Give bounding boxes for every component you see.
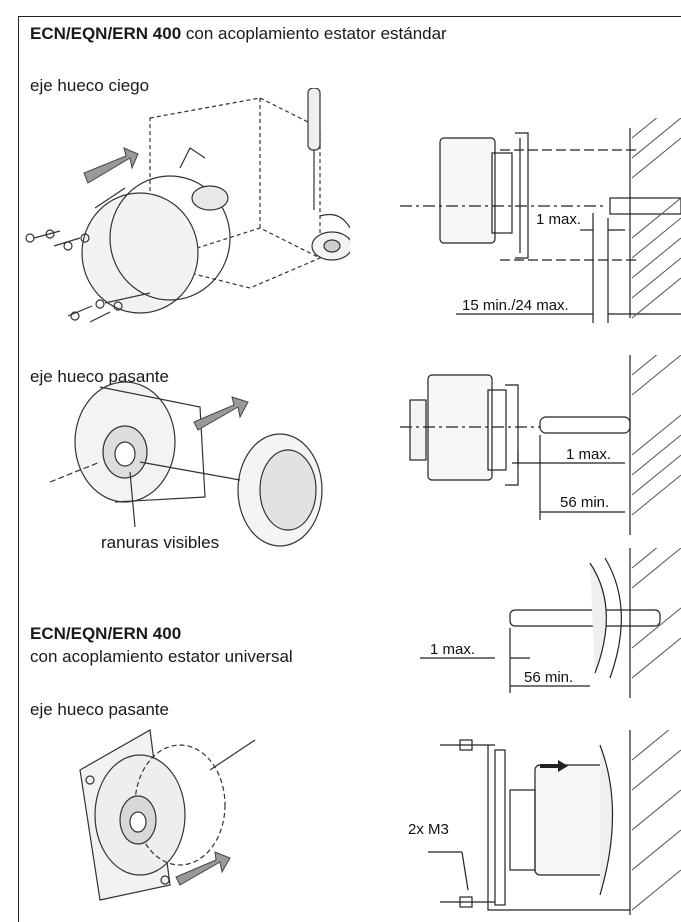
slots-label: ranuras visibles (101, 533, 220, 552)
dim-1max: 1 max. (536, 211, 581, 228)
section2-title: ECN/EQN/ERN 400 (30, 624, 182, 643)
dim-2xm3: 2x M3 (408, 821, 449, 838)
through-shaft-illustration (49, 381, 323, 547)
blind-shaft-illustration (25, 88, 350, 323)
dim-56min-universal: 56 min. (524, 669, 573, 686)
through-shaft-label-2: eje hueco pasante (30, 700, 169, 719)
universal-coupling-section-drawing: 1 max. 56 min. (420, 548, 681, 698)
dim-15-24: 15 min./24 max. (462, 297, 569, 314)
section2-subtitle: con acoplamiento estator universal (30, 647, 293, 666)
dim-1max-through: 1 max. (566, 446, 611, 463)
universal-coupling-illustration (79, 729, 256, 901)
universal-coupling-mount-drawing: 2x M3 (408, 730, 681, 915)
dim-1max-universal: 1 max. (430, 641, 475, 658)
blind-shaft-label: eje hueco ciego (30, 76, 150, 95)
through-shaft-label: eje hueco pasante (30, 367, 169, 386)
through-shaft-section-drawing: 1 max. 56 min. (400, 355, 681, 535)
page-frame (18, 16, 681, 922)
blind-shaft-section-drawing: 1 max. 15 min./24 max. (400, 118, 681, 323)
dim-56min: 56 min. (560, 494, 609, 511)
section1-title: ECN/EQN/ERN 400 con acoplamiento estator… (30, 24, 447, 43)
